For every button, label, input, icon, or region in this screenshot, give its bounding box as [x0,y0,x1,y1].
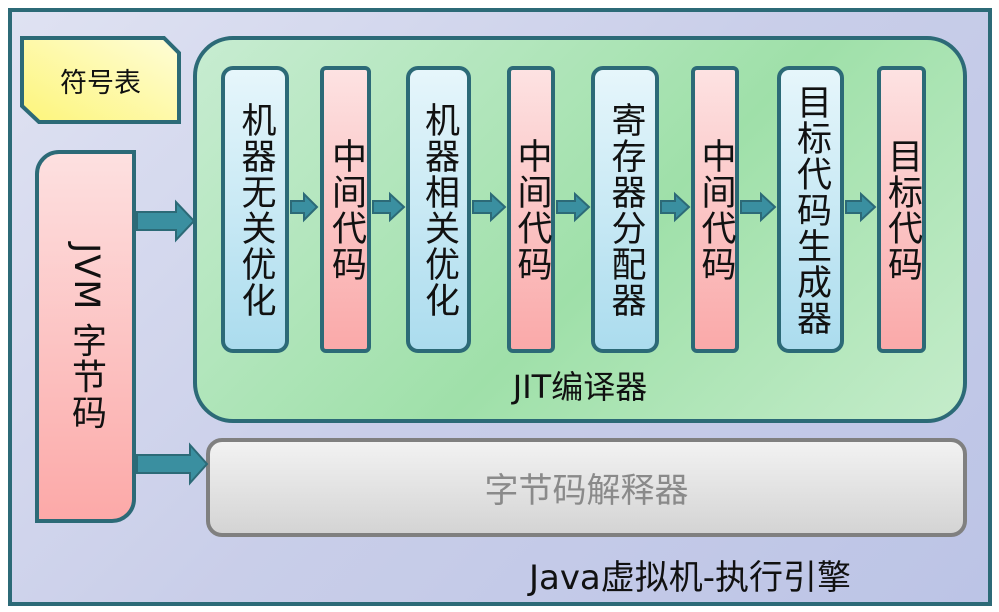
stage-label: 目标代码 [882,137,922,282]
arrow-stage-3 [472,191,507,223]
bytecode-interpreter-label: 字节码解释器 [484,471,689,511]
stage-label: 目标代码生成器 [791,83,831,336]
stage-label: 机器无关优化 [235,101,276,318]
stage-register-allocator: 寄存器分配器 [591,66,659,353]
arrow-jvm-to-interpreter [136,442,209,486]
stage-label: 机器相关优化 [419,101,459,318]
engine-label: Java虚拟机-执行引擎 [528,558,852,598]
stage-target-code: 目标代码 [877,66,926,353]
arrow-stage-2 [372,191,406,223]
stage-label: 中间代码 [326,137,366,282]
stage-intermediate-code: 中间代码 [320,66,371,353]
arrow-stage-4 [556,191,591,223]
stage-machine-independent-opt: 机器无关优化 [221,66,289,353]
arrow-stage-7 [845,191,877,223]
arrow-stage-1 [290,191,319,223]
arrow-stage-6 [740,191,777,223]
bytecode-interpreter-box: 字节码解释器 [206,438,967,537]
stage-label: 寄存器分配器 [605,101,646,318]
stage-intermediate-code: 中间代码 [507,66,555,353]
jvm-bytecode-box: JVM 字节码 [35,150,136,523]
jvm-bytecode-label: JVM 字节码 [66,242,106,431]
symbol-table-label: 符号表 [60,67,141,99]
symbol-table-box: 符号表 [20,36,181,124]
arrow-jvm-to-jit [136,199,196,243]
stage-target-code-generator: 目标代码生成器 [777,66,844,353]
symbol-table-shape [20,36,181,124]
stage-intermediate-code: 中间代码 [691,66,739,353]
stage-machine-dependent-opt: 机器相关优化 [406,66,471,353]
stage-label: 中间代码 [695,137,736,282]
arrow-stage-5 [660,191,691,223]
jit-compiler-label: JIT编译器 [512,368,648,406]
stage-label: 中间代码 [511,137,552,282]
